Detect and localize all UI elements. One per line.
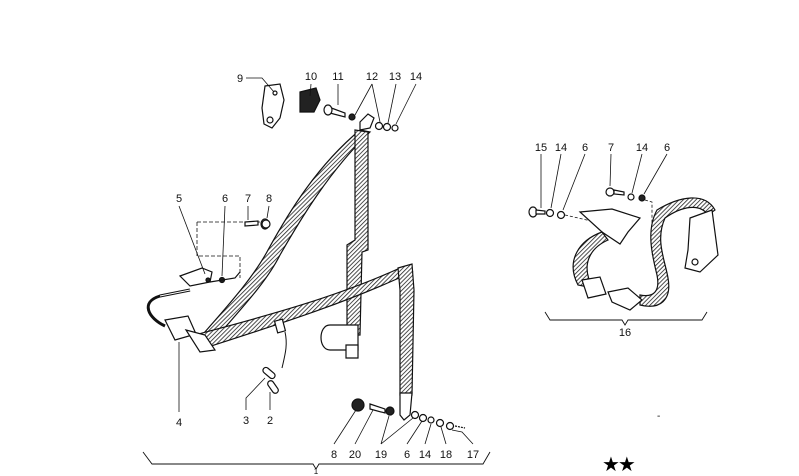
callout-13: 13 — [388, 71, 402, 83]
callout-6-lap-b: 6 — [663, 142, 671, 154]
callout-14-lap-a: 14 — [554, 142, 568, 154]
group-16-label: 16 — [618, 327, 632, 339]
callout-14: 14 — [409, 71, 423, 83]
callout-20: 20 — [348, 449, 362, 461]
upper-anchor-bracket — [261, 83, 285, 129]
stray-dash: - — [657, 411, 661, 422]
callout-12: 12 — [365, 71, 379, 83]
callout-14-lap-b: 14 — [635, 142, 649, 154]
callout-6: 6 — [221, 193, 229, 205]
callout-15: 15 — [534, 142, 548, 154]
group-1-bracket — [142, 451, 491, 470]
callout-4: 4 — [175, 417, 183, 429]
callout-14-lower: 14 — [418, 449, 432, 461]
callout-6-lap-a: 6 — [581, 142, 589, 154]
callout-7-lap: 7 — [607, 142, 615, 154]
group-1-label: 1 — [313, 467, 319, 476]
callout-11: 11 — [332, 71, 344, 83]
callout-17: 17 — [466, 449, 480, 461]
callout-5: 5 — [175, 193, 183, 205]
lap-belt-assembly — [528, 187, 719, 311]
lap-leader-lines — [540, 153, 668, 211]
buckle-cable — [146, 288, 191, 328]
callout-3: 3 — [242, 415, 250, 427]
callout-8-lower: 8 — [330, 449, 338, 461]
callout-10: 10 — [304, 71, 318, 83]
callout-19: 19 — [374, 449, 388, 461]
callout-6-lower: 6 — [403, 449, 411, 461]
callout-7: 7 — [244, 193, 252, 205]
callout-9: 9 — [236, 73, 244, 85]
anchor-cover — [299, 87, 321, 113]
star-marks: ★★ — [602, 454, 636, 476]
vertical-belt — [346, 129, 369, 336]
main-leader-lines — [178, 77, 474, 445]
callout-18: 18 — [439, 449, 453, 461]
group-16-bracket — [544, 311, 708, 326]
floor-strap — [397, 263, 415, 396]
callout-8: 8 — [265, 193, 273, 205]
buckle-bracket — [178, 267, 213, 287]
main-belt-assembly — [146, 83, 466, 431]
callout-2: 2 — [266, 415, 274, 427]
